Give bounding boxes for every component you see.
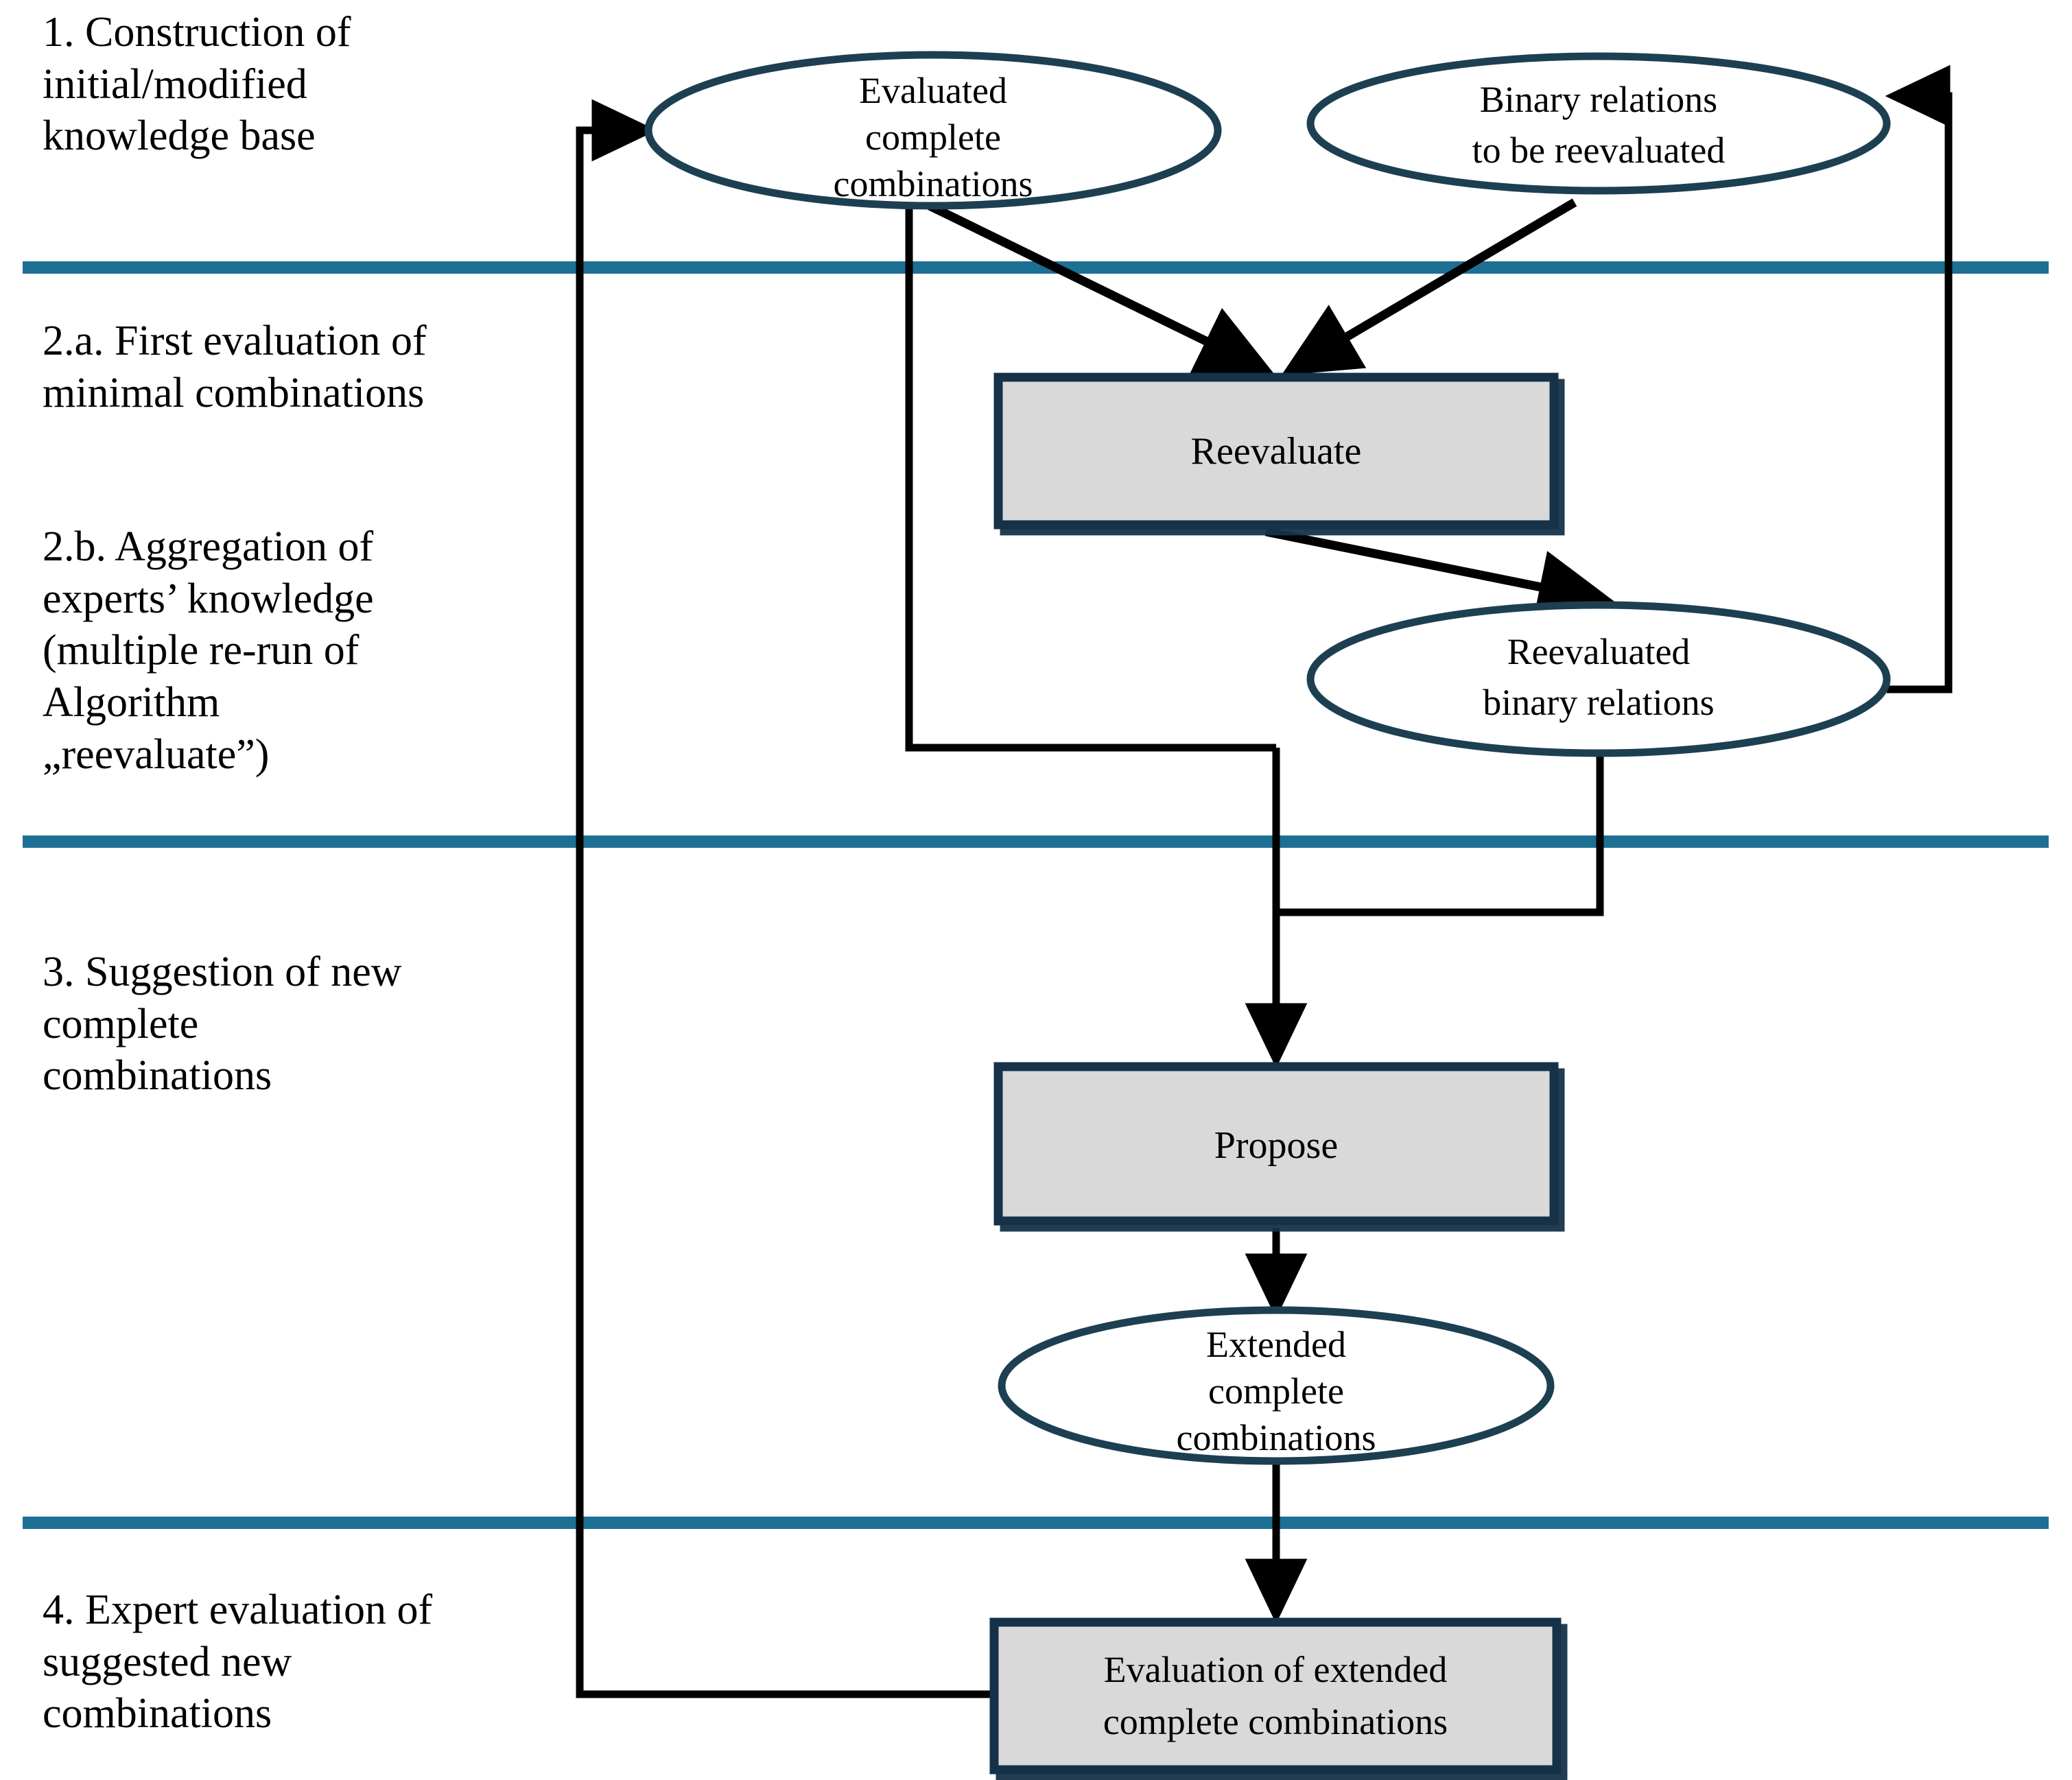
stage-label-2a: 2.a. First evaluation of minimal combina… [43,318,427,416]
extended-complete-combinations-ellipse [998,1306,1555,1465]
reevaluated-binary-relations-line-2: binary relations [1483,682,1714,723]
binary-relations-to-be-reevaluated-ellipse [1306,52,1891,195]
connector-evaluated-combinations-to-reevaluate [928,202,1275,375]
reevaluate-label: Reevaluate [1191,430,1362,473]
node-binary-relations-to-be-reevaluated[interactable]: Binary relations to be reevaluated [1306,52,1891,195]
connector-evaluated-combinations-to-propose-bus [905,202,1276,752]
evaluation-of-extended-line-2: complete combinations [1103,1701,1448,1742]
binary-relations-line-1: Binary relations [1480,79,1717,120]
connector-evaluation-to-evaluated-combinations [576,99,990,1698]
node-reevaluate[interactable]: Reevaluate [993,372,1559,530]
connector-reevaluated-relations-to-propose-bus [1276,720,1604,916]
reevaluated-binary-relations-line-1: Reevaluated [1507,631,1691,672]
stage-label-4: 4. Expert evaluation of suggested new co… [43,1587,433,1737]
evaluated-complete-combinations-line-1: Evaluated [859,70,1007,111]
evaluated-complete-combinations-line-2: complete [865,117,1001,158]
evaluation-of-extended-complete-combinations-box [989,1617,1562,1775]
evaluated-complete-combinations-ellipse [644,51,1222,210]
extended-complete-combinations-line-3: combinations [1177,1417,1376,1458]
evaluated-complete-combinations-line-3: combinations [834,163,1033,204]
node-evaluation-of-extended-complete-combinations[interactable]: Evaluation of extended complete combinat… [989,1617,1562,1775]
node-extended-complete-combinations[interactable]: Extended complete combinations [998,1306,1555,1465]
extended-complete-combinations-line-1: Extended [1206,1324,1346,1365]
reevaluated-binary-relations-ellipse [1306,601,1891,757]
stage-label-1: 1. Construction of initial/modified know… [43,9,351,160]
node-reevaluated-binary-relations[interactable]: Reevaluated binary relations [1306,601,1891,757]
propose-label: Propose [1214,1124,1338,1167]
extended-complete-combinations-line-2: complete [1208,1370,1344,1412]
connector-reevaluated-relations-to-binary-relations [1885,64,1953,693]
node-evaluated-complete-combinations[interactable]: Evaluated complete combinations [644,51,1222,210]
binary-relations-line-2: to be reevaluated [1472,130,1726,171]
connector-reevaluate-to-reevaluated-relations [1264,527,1616,624]
node-propose[interactable]: Propose [993,1062,1559,1226]
stage-label-3: 3. Suggestion of new complete combinatio… [43,949,402,1100]
reevaluate-box [993,372,1559,530]
evaluation-of-extended-line-1: Evaluation of extended [1104,1649,1448,1690]
propose-box [993,1062,1559,1226]
connector-binary-relations-to-reevaluate [1281,198,1577,376]
stage-label-2b: 2.b. Aggregation of experts’ knowledge (… [43,523,374,778]
